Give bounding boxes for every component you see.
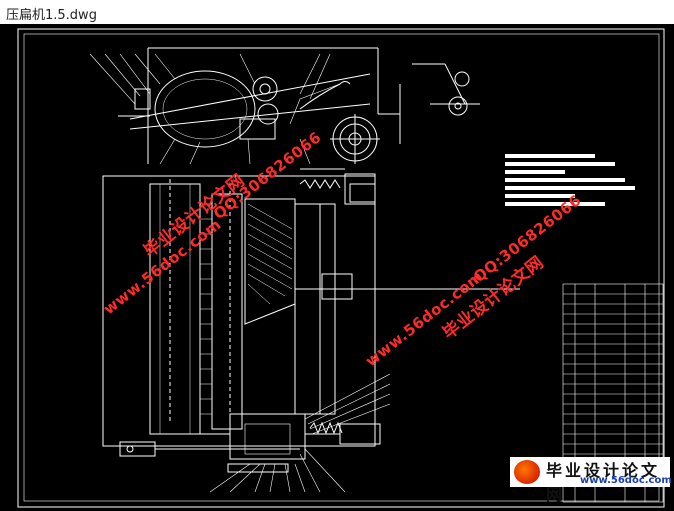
leader-lines-bottom xyxy=(209,373,391,493)
site-logo: 毕业设计论文网 www.56doc.com xyxy=(510,457,672,504)
drawing-svg xyxy=(17,28,665,508)
logo-url: www.56doc.com xyxy=(580,475,672,486)
drawing-inner-border xyxy=(23,33,660,502)
logo-emblem-icon xyxy=(514,460,540,484)
side-view-detail xyxy=(412,63,480,116)
cad-drawing-canvas[interactable]: 毕业设计论文网 QQ:306826066 www.56doc.com www.5… xyxy=(0,24,674,511)
drawing-border xyxy=(17,28,665,508)
window-title: 压扁机1.5.dwg xyxy=(6,8,97,23)
logo-text: 毕业设计论文网 xyxy=(546,461,661,504)
tech-requirements-block xyxy=(505,154,635,206)
leader-lines-top xyxy=(89,53,331,165)
window-titlebar: 压扁机1.5.dwg xyxy=(0,0,674,25)
hatching xyxy=(247,203,293,305)
bottom-assembly xyxy=(119,413,381,473)
spring-upper xyxy=(299,179,341,189)
top-mechanism xyxy=(118,47,401,164)
column-ticks xyxy=(200,203,212,415)
